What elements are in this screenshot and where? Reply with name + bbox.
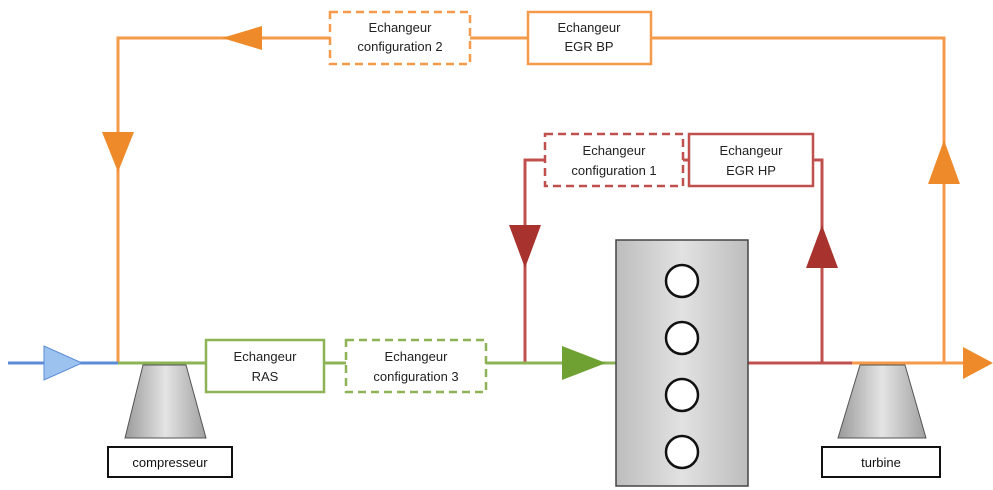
- hp-egr-arrow-down: [509, 225, 541, 268]
- exchanger-config2: Echangeur configuration 2: [328, 10, 472, 66]
- exchanger-config3-box: [344, 338, 488, 394]
- exchanger-config2-line2: configuration 2: [357, 39, 442, 54]
- exchanger-egr-bp-box: [526, 10, 653, 66]
- exchanger-config1-line2: configuration 1: [571, 163, 656, 178]
- exchanger-config2-line1: Echangeur: [369, 20, 433, 35]
- compressor: compresseur: [107, 364, 233, 478]
- exchanger-ras-line2: RAS: [252, 369, 279, 384]
- engine-cylinder-4: [664, 434, 700, 470]
- low-pressure-egr-loop: [102, 26, 993, 379]
- engine-cylinders: [664, 263, 700, 470]
- hp-egr-arrow-up: [806, 225, 838, 268]
- turbine-shape: [837, 364, 927, 439]
- fresh-air-inlet: [8, 345, 118, 381]
- lp-egr-arrow-left: [222, 26, 262, 50]
- compressor-label: compresseur: [132, 455, 208, 470]
- lp-egr-arrow-up: [928, 140, 960, 184]
- engine-cylinder-2: [664, 320, 700, 356]
- exchanger-ras-box: [204, 338, 326, 394]
- exchanger-config3: Echangeur configuration 3: [344, 338, 488, 394]
- engine-cylinder-3: [664, 377, 700, 413]
- exchanger-config1-box: [543, 132, 685, 188]
- exchanger-egr-hp-box: [687, 132, 815, 188]
- exchanger-config2-box: [328, 10, 472, 66]
- compressor-shape: [124, 364, 207, 439]
- exchanger-config3-line2: configuration 3: [373, 369, 458, 384]
- exchanger-config1-line1: Echangeur: [583, 143, 647, 158]
- lp-egr-arrow-down: [102, 132, 134, 172]
- exchanger-config1: Echangeur configuration 1: [543, 132, 685, 188]
- lp-egr-pipe-right: [651, 36, 946, 363]
- exchanger-egr-hp: Echangeur EGR HP: [687, 132, 815, 188]
- exchanger-egr-hp-line1: Echangeur: [720, 143, 784, 158]
- intake-arrow: [562, 346, 606, 380]
- high-pressure-egr-loop: [509, 158, 905, 365]
- exhaust-outlet-arrow: [963, 347, 993, 379]
- engine-block: [615, 239, 749, 487]
- turbine-label-box: [821, 446, 941, 478]
- turbine: turbine: [821, 364, 941, 478]
- intake-line: [118, 346, 616, 380]
- exchanger-egr-bp-line1: Echangeur: [558, 20, 622, 35]
- engine-cylinder-1: [664, 263, 700, 299]
- fresh-air-arrow: [43, 345, 84, 381]
- exchanger-config3-line1: Echangeur: [385, 349, 449, 364]
- hp-egr-pipe-left: [523, 158, 545, 363]
- compressor-label-box: [107, 446, 233, 478]
- hp-egr-pipe-right: [813, 158, 824, 363]
- exchanger-ras-line1: Echangeur: [234, 349, 298, 364]
- exchanger-egr-hp-line2: EGR HP: [726, 163, 776, 178]
- turbine-label: turbine: [861, 455, 901, 470]
- exchanger-egr-bp-line2: EGR BP: [564, 39, 613, 54]
- exchanger-ras: Echangeur RAS: [204, 338, 326, 394]
- exchanger-egr-bp: Echangeur EGR BP: [526, 10, 653, 66]
- lp-egr-pipe-left: [116, 36, 330, 363]
